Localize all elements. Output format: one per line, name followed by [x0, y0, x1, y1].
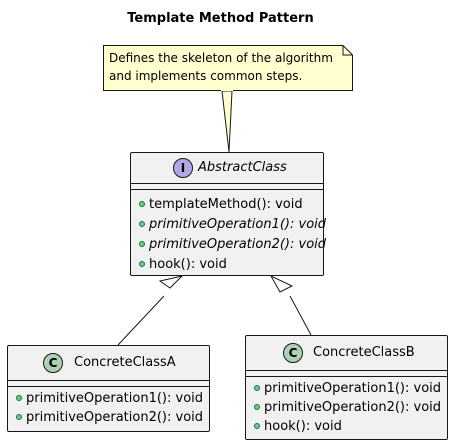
note-line-2: and implements common steps. [109, 69, 303, 83]
note-connector [221, 90, 233, 153]
member-hook: hook(): void [254, 417, 342, 437]
inheritance-edge-a [117, 295, 165, 346]
public-visibility-icon [139, 220, 145, 227]
separator [246, 370, 447, 371]
inheritance-edge-b [289, 295, 312, 336]
member-primitive-operation-1: primitiveOperation1(): void [139, 215, 326, 235]
member-primitive-operation-1: primitiveOperation1(): void [16, 389, 203, 409]
separator [8, 386, 209, 387]
abstract-class-name: AbstractClass [198, 160, 287, 175]
separator [8, 380, 209, 381]
note-shape [103, 45, 353, 91]
public-visibility-icon [16, 413, 22, 420]
public-visibility-icon [254, 384, 260, 391]
inheritance-arrowhead-b [269, 274, 294, 293]
public-visibility-icon [254, 422, 260, 429]
concrete-class-a-name: ConcreteClassA [74, 355, 176, 370]
public-visibility-icon [254, 403, 260, 410]
note: Defines the skeleton of the algorithm an… [103, 45, 353, 95]
inheritance-arrowhead-a [158, 275, 184, 289]
member-primitive-operation-2: primitiveOperation2(): void [254, 398, 441, 418]
public-visibility-icon [139, 200, 145, 207]
concrete-class-a-box: C ConcreteClassA primitiveOperation1(): … [7, 345, 210, 432]
class-badge-icon: C [43, 353, 63, 373]
member-primitive-operation-2: primitiveOperation2(): void [16, 408, 203, 428]
member-primitive-operation-1: primitiveOperation1(): void [254, 379, 441, 399]
abstract-class-box: I AbstractClass templateMethod(): void p… [130, 152, 326, 276]
separator [246, 376, 447, 377]
member-template-method: templateMethod(): void [139, 195, 303, 215]
note-line-1: Defines the skeleton of the algorithm [109, 51, 333, 65]
concrete-class-b-name: ConcreteClassB [313, 345, 415, 360]
public-visibility-icon [139, 260, 145, 267]
member-primitive-operation-2: primitiveOperation2(): void [139, 235, 326, 255]
class-badge-icon: C [283, 343, 303, 363]
separator [131, 189, 323, 190]
interface-badge-icon: I [173, 158, 193, 178]
public-visibility-icon [16, 394, 22, 401]
separator [131, 183, 323, 184]
public-visibility-icon [139, 240, 145, 247]
member-hook: hook(): void [139, 255, 227, 275]
diagram-title: Template Method Pattern [127, 11, 314, 26]
concrete-class-b-box: C ConcreteClassB primitiveOperation1(): … [245, 335, 448, 440]
